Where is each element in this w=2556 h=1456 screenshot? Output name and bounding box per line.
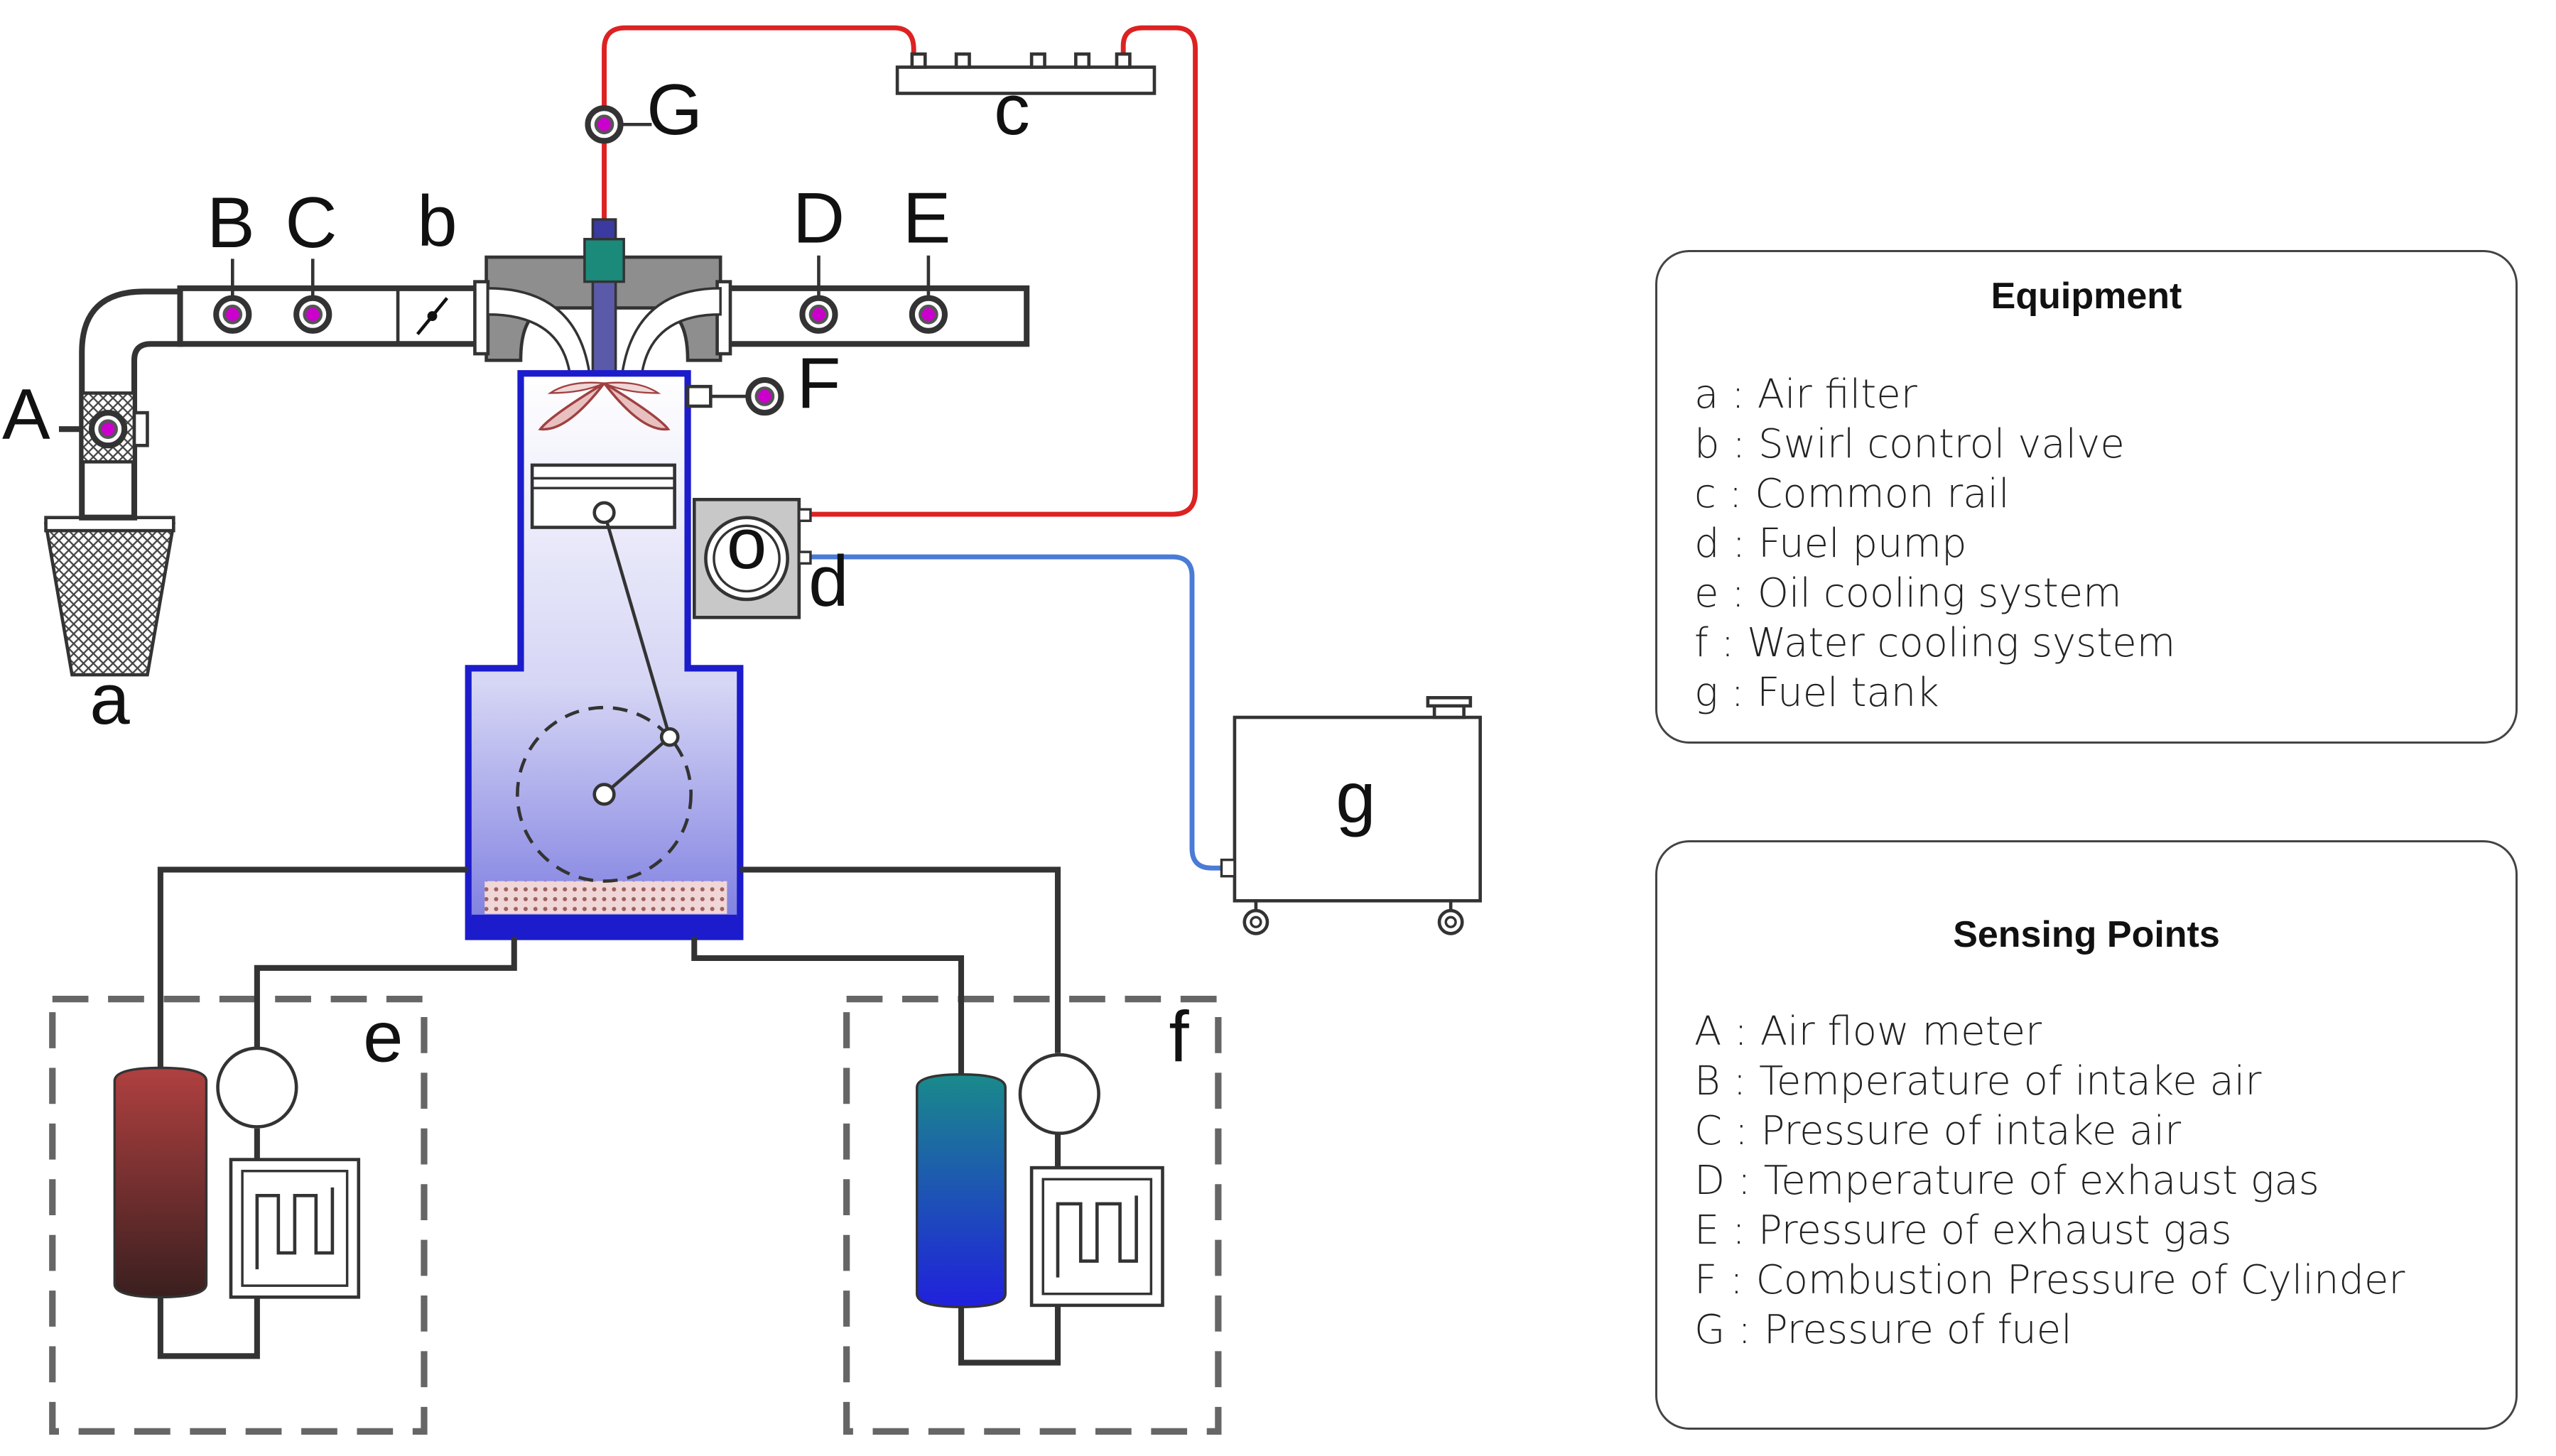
fuel-injector <box>583 218 625 381</box>
label-f: f <box>1169 996 1189 1077</box>
equipment-item: d : Fuel pump <box>1694 521 1967 567</box>
equipment-item: c : Common rail <box>1694 471 2010 517</box>
equipment-item: f : Water cooling system <box>1694 620 2176 666</box>
label-A: A <box>2 374 50 455</box>
sensing-item: B : Temperature of intake air <box>1694 1058 2262 1104</box>
equipment-item: e : Oil cooling system <box>1694 570 2122 616</box>
fuel-supply-line <box>602 25 916 222</box>
sensing-title: Sensing Points <box>1953 914 2220 955</box>
sensing-item: F : Combustion Pressure of Cylinder <box>1694 1257 2405 1303</box>
label-F: F <box>796 343 840 423</box>
sensing-item: A : Air flow meter <box>1694 1009 2042 1055</box>
sensing-item: C : Pressure of intake air <box>1694 1108 2182 1154</box>
oil-line-out <box>157 866 469 1073</box>
sensing-item: G : Pressure of fuel <box>1694 1307 2072 1353</box>
swirl-control-valve <box>416 297 449 335</box>
equipment-item: a : Air filter <box>1694 371 1917 418</box>
oil-tank <box>113 1066 208 1299</box>
engine-block <box>465 370 744 940</box>
sensing-item: D : Temperature of exhaust gas <box>1694 1158 2319 1204</box>
label-E: E <box>903 178 951 258</box>
label-e: e <box>363 996 403 1077</box>
water-pump <box>1018 1053 1100 1136</box>
fuel-tank <box>1220 696 1482 935</box>
label-b: b <box>417 181 457 261</box>
common-rail <box>895 52 1157 95</box>
oil-line-in <box>254 937 517 1050</box>
label-d: d <box>808 541 848 621</box>
equipment-item: g : Fuel tank <box>1694 670 1939 716</box>
equipment-legend: Equipment a : Air filter b : Swirl contr… <box>1655 250 2518 744</box>
exhaust-pipe <box>724 285 1030 347</box>
label-g: g <box>1336 758 1375 838</box>
oil-sump <box>484 881 727 914</box>
equipment-item: b : Swirl control valve <box>1694 421 2125 467</box>
water-tank <box>916 1072 1007 1308</box>
label-C: C <box>285 183 337 263</box>
label-a: a <box>90 659 130 739</box>
oil-pump <box>216 1046 298 1129</box>
fuel-spray <box>538 381 671 431</box>
water-cooling-boundary <box>843 996 1222 1435</box>
water-heat-exchanger <box>1029 1166 1164 1308</box>
connecting-rod <box>602 512 671 738</box>
oil-heat-exchanger <box>229 1158 361 1299</box>
fuel-pump <box>692 498 812 619</box>
label-D: D <box>793 178 845 258</box>
water-line-out <box>740 866 1061 1053</box>
fuel-tank-line <box>798 554 1232 871</box>
crank-circle <box>516 705 693 883</box>
label-G: G <box>646 70 703 150</box>
equipment-title: Equipment <box>1991 276 2182 317</box>
sensing-item: E : Pressure of exhaust gas <box>1694 1207 2232 1254</box>
oil-cooling-boundary <box>49 996 428 1435</box>
intake-elbow <box>58 288 183 521</box>
label-c: c <box>994 70 1030 150</box>
water-line-in <box>691 937 965 1081</box>
air-filter <box>43 516 176 677</box>
pump-label-o: o <box>727 504 767 584</box>
sensing-legend: Sensing Points A : Air flow meter B : Te… <box>1655 840 2518 1430</box>
label-B: B <box>207 183 255 263</box>
fuel-rail-return-line <box>798 25 1198 517</box>
